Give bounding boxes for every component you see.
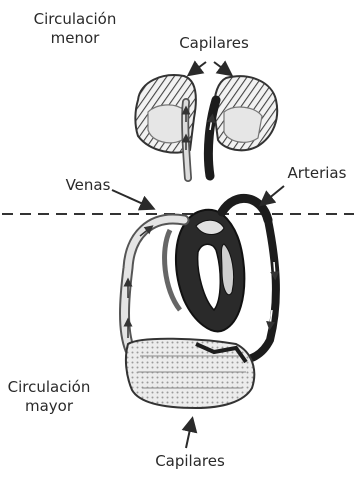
body-capillaries (126, 339, 254, 408)
label-circulacion-mayor: Circulación mayor (4, 378, 94, 416)
arrow-capilares-bottom (186, 420, 192, 448)
pulmonary-artery (208, 100, 216, 176)
aorta-arch (222, 198, 268, 220)
label-arterias: Arterias (280, 164, 354, 183)
systemic-veins (125, 219, 185, 350)
label-circulacion-mayor-line2: mayor (4, 397, 94, 416)
label-circulacion-mayor-line1: Circulación (4, 378, 94, 397)
left-lung-inner (148, 105, 184, 143)
label-circulacion-menor-line1: Circulación (30, 10, 120, 29)
label-circulacion-menor: Circulación menor (30, 10, 120, 48)
arrow-venas (112, 190, 152, 208)
arrow-capilares-left (190, 62, 206, 74)
label-circulacion-menor-line2: menor (30, 29, 120, 48)
right-lung-inner (224, 107, 262, 142)
arrow-arterias (262, 186, 284, 204)
label-capilares-bottom: Capilares (148, 452, 232, 471)
label-venas: Venas (58, 176, 118, 195)
label-capilares-top: Capilares (172, 34, 256, 53)
heart (165, 210, 245, 332)
arrow-capilares-right (214, 62, 230, 74)
